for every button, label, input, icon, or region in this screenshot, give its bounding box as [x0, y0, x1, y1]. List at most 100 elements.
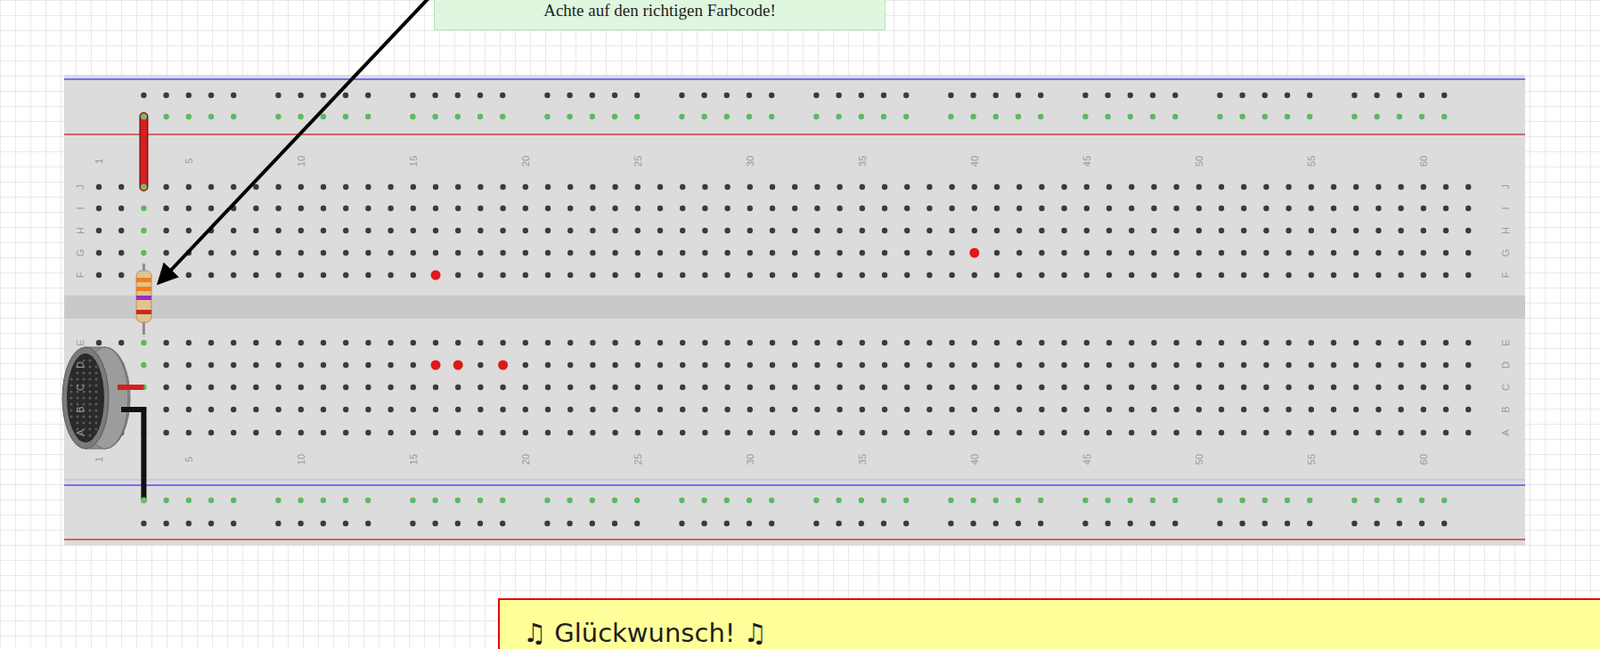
breadboard-hole — [1375, 407, 1381, 413]
breadboard-hole — [948, 184, 955, 190]
breadboard-hole — [1397, 407, 1404, 413]
breadboard-hole — [971, 407, 978, 413]
breadboard-hole — [1038, 384, 1045, 391]
breadboard-hole — [926, 362, 932, 368]
breadboard-hole — [859, 384, 866, 391]
column-number: 35 — [857, 454, 867, 466]
breadboard-hole — [881, 362, 888, 368]
breadboard-hole — [186, 521, 192, 527]
breadboard-hole — [297, 521, 303, 527]
breadboard-hole — [724, 407, 730, 413]
breadboard-hole — [769, 272, 776, 278]
breadboard-hole — [1330, 384, 1337, 391]
breadboard-hole — [163, 521, 169, 527]
breadboard-hole — [499, 205, 506, 212]
row-letter: E — [75, 339, 86, 346]
breadboard-hole — [432, 430, 439, 436]
row-letter: F — [1501, 272, 1511, 279]
breadboard-hole — [1196, 184, 1202, 190]
breadboard-hole — [1397, 430, 1404, 436]
breadboard-hole — [230, 184, 237, 190]
breadboard-hole — [1419, 521, 1425, 527]
breadboard-hole — [1172, 114, 1178, 120]
breadboard-hole — [140, 497, 147, 504]
breadboard-hole — [1082, 521, 1088, 527]
breadboard-hole — [544, 497, 550, 504]
breadboard-hole — [881, 521, 887, 527]
breadboard-hole — [1015, 114, 1021, 120]
breadboard-hole — [387, 272, 393, 278]
breadboard-hole — [499, 384, 506, 391]
breadboard-hole — [1216, 497, 1223, 504]
breadboard-hole — [791, 272, 798, 278]
breadboard-hole — [859, 228, 866, 234]
breadboard-hole — [1016, 250, 1022, 256]
breadboard-hole — [544, 521, 550, 527]
breadboard-hole — [499, 228, 506, 234]
breadboard-hole — [612, 184, 618, 190]
breadboard-hole — [253, 362, 259, 368]
breadboard-hole — [678, 521, 685, 527]
breadboard-hole — [635, 250, 641, 256]
breadboard-hole — [1306, 497, 1313, 504]
breadboard-hole — [814, 184, 820, 190]
breadboard-hole — [96, 340, 102, 346]
breadboard-hole — [1106, 272, 1112, 278]
breadboard-hole — [499, 340, 506, 346]
breadboard-hole — [589, 497, 596, 504]
breadboard-hole — [1375, 272, 1381, 278]
breadboard-hole — [1173, 205, 1179, 212]
breadboard-hole — [320, 250, 327, 256]
row-letter: C — [75, 383, 86, 392]
breadboard-hole — [970, 497, 976, 504]
breadboard-hole — [1196, 250, 1202, 256]
breadboard-hole — [275, 250, 281, 256]
breadboard-hole — [1420, 384, 1427, 391]
wire-end — [140, 114, 147, 121]
breadboard-hole — [499, 521, 506, 527]
breadboard-hole — [1084, 384, 1090, 391]
breadboard-hole — [1240, 184, 1247, 190]
breadboard-hole — [1038, 184, 1045, 190]
breadboard-hole — [1173, 362, 1179, 368]
breadboard-hole — [747, 340, 753, 346]
breadboard-hole — [1375, 384, 1381, 391]
breadboard-hole — [769, 184, 776, 190]
breadboard-hole — [1239, 114, 1245, 120]
breadboard-hole — [1084, 430, 1090, 436]
breadboard-hole — [1015, 521, 1021, 527]
breadboard-hole — [1061, 340, 1067, 346]
breadboard-hole — [836, 250, 842, 256]
breadboard-hole — [1061, 384, 1067, 391]
breadboard-hole — [410, 407, 417, 413]
highlight-dot — [453, 360, 464, 371]
breadboard-hole — [1128, 384, 1135, 391]
breadboard-hole — [836, 272, 842, 278]
breadboard-hole — [1196, 272, 1202, 278]
row-letter: I — [1501, 206, 1511, 210]
breadboard-hole — [230, 497, 237, 504]
breadboard-hole — [410, 362, 417, 368]
breadboard-hole — [1240, 430, 1247, 436]
breadboard-hole — [679, 384, 686, 391]
breadboard-hole — [948, 340, 955, 346]
breadboard-hole — [365, 250, 371, 256]
breadboard-hole — [589, 114, 596, 120]
breadboard-hole — [858, 497, 865, 504]
breadboard-hole — [410, 272, 417, 278]
breadboard-hole — [432, 228, 439, 234]
breadboard-hole — [96, 205, 102, 212]
breadboard-hole — [612, 205, 618, 212]
breadboard-hole — [970, 521, 976, 527]
breadboard-hole — [1037, 92, 1044, 98]
breadboard-hole — [1420, 228, 1427, 234]
breadboard-hole — [1308, 384, 1315, 391]
breadboard-hole — [230, 430, 237, 436]
breadboard-hole — [1218, 272, 1225, 278]
breadboard-hole — [208, 407, 214, 413]
breadboard-hole — [612, 250, 618, 256]
breadboard-hole — [1443, 228, 1449, 234]
breadboard-hole — [1465, 228, 1471, 234]
breadboard-hole — [702, 384, 708, 391]
breadboard-hole — [208, 384, 214, 391]
